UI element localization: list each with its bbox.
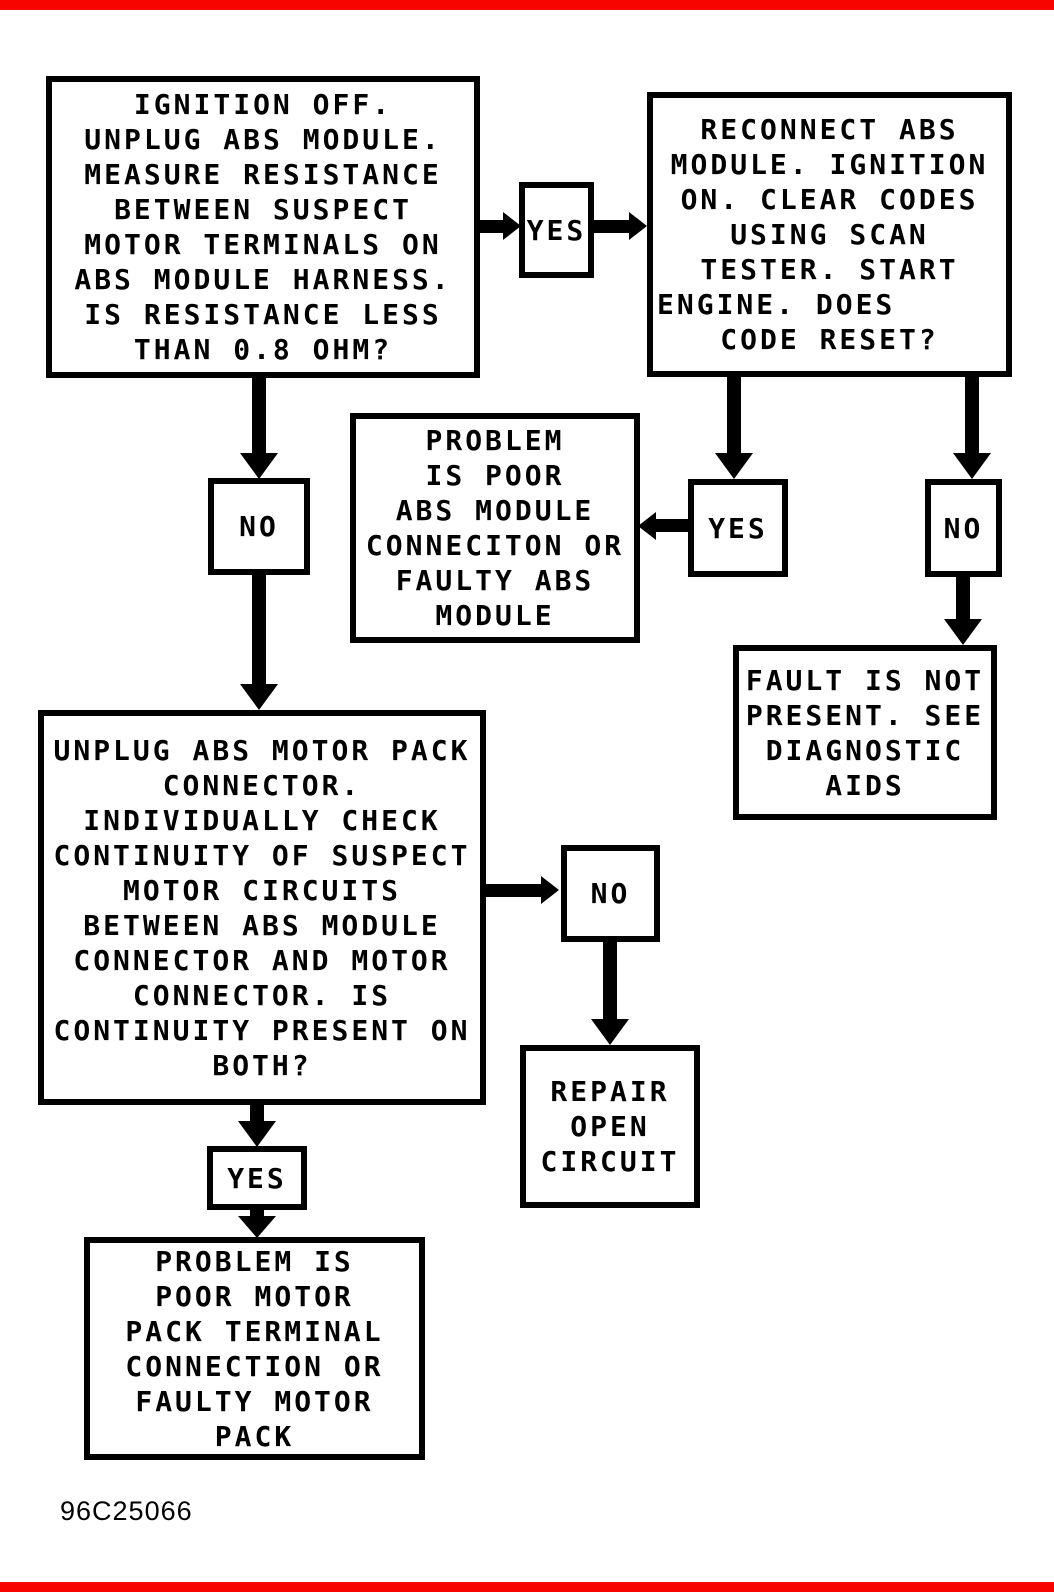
text-line: DIAGNOSTIC (765, 733, 965, 767)
page-edge-marker-top (0, 0, 1054, 10)
text-line: BETWEEN ABS MODULE (83, 908, 441, 942)
text-line: CONNECTOR AND MOTOR (73, 943, 451, 977)
connector-yes3-to-problem-motor-pack-line (250, 1208, 264, 1217)
connector-no3-to-repair-line (603, 940, 617, 1020)
arrow-down-icon (715, 453, 753, 479)
text-line: MOTOR CIRCUITS (122, 873, 401, 907)
text-line: PRESENT. SEE (745, 698, 985, 732)
arrow-right-icon (541, 876, 559, 904)
text-line: CONTINUITY OF SUSPECT (53, 838, 471, 872)
arrow-down-icon (240, 684, 278, 710)
text-line: CONTINUITY PRESENT ON (53, 1013, 471, 1047)
text-line: REPAIR (550, 1075, 670, 1108)
page-edge-marker-bottom (0, 1582, 1054, 1592)
text-line: FAULTY ABS (395, 564, 595, 597)
text-line: MODULE. IGNITION (670, 148, 989, 181)
text-line: IGNITION OFF. (133, 88, 393, 121)
connector-step1-to-no1-line (252, 376, 266, 454)
text-line: OPEN (570, 1110, 650, 1143)
connector-step1-to-yes1-line (480, 220, 504, 233)
text-line: PROBLEM IS (155, 1244, 354, 1278)
text-line: ON. CLEAR CODES (680, 183, 979, 216)
text-line: CONNECTION OR (125, 1349, 384, 1383)
decision-label-no-to-fault-aids: NO (925, 479, 1002, 577)
connector-reconnect-to-yes2-line (727, 375, 741, 454)
text-line: CONNECTOR. (162, 768, 362, 802)
text-line: MODULE (435, 599, 555, 632)
text-line: CIRCUIT (540, 1145, 680, 1178)
text-line: FAULTY MOTOR (135, 1384, 374, 1418)
text-line: MEASURE RESISTANCE (84, 158, 442, 191)
text-line: FAULT IS NOT (745, 663, 985, 697)
connector-yes1-to-reconnect-line (592, 220, 630, 233)
text-line: THAN 0.8 OHM? (133, 333, 393, 366)
text-line: ENGINE. DOES (657, 288, 896, 321)
figure-code-caption: 96C25066 (60, 1496, 193, 1526)
text-line: ABS MODULE (395, 494, 595, 527)
text-line: BETWEEN SUSPECT (114, 193, 412, 226)
text-line: INDIVIDUALLY CHECK (83, 803, 441, 837)
connector-no2-to-fault-aids-line (956, 572, 970, 620)
text-line: CODE RESET? (720, 323, 939, 356)
arrow-down-icon (953, 453, 991, 479)
connector-yes2-to-problem-module-line (655, 519, 690, 532)
connector-reconnect-to-no2-line (965, 375, 979, 454)
arrow-down-icon (238, 1121, 276, 1147)
text-line: CONNECITON OR (365, 529, 625, 562)
arrow-down-icon (240, 453, 278, 479)
arrow-down-icon (944, 619, 982, 645)
text-line: MOTOR TERMINALS ON (84, 228, 442, 261)
connector-step2-to-no3-line (482, 884, 542, 897)
arrow-down-icon (238, 1216, 276, 1238)
decision-label-no-to-repair: NO (561, 845, 660, 942)
connector-no1-to-step2-line (252, 573, 266, 685)
connector-step2-to-yes3-line (250, 1103, 264, 1121)
arrow-left-icon (638, 512, 656, 540)
text-line: PROBLEM (425, 424, 565, 457)
text-line: IS RESISTANCE LESS (84, 298, 442, 331)
flowchart-box-step1-measure-resistance: IGNITION OFF.UNPLUG ABS MODULE.MEASURE R… (46, 76, 480, 378)
text-line: PACK TERMINAL (125, 1314, 384, 1348)
text-line: CONNECTOR. IS (132, 978, 392, 1012)
text-line: PACK (214, 1419, 295, 1453)
text-line: IS POOR (425, 459, 565, 492)
text-line: POOR MOTOR (155, 1279, 354, 1313)
decision-label-no-to-step2: NO (208, 478, 310, 575)
decision-label-yes-to-problem-motor-pack: YES (207, 1146, 307, 1210)
text-line: AIDS (825, 768, 905, 802)
arrow-down-icon (591, 1019, 629, 1045)
text-line: USING SCAN (730, 218, 929, 251)
text-line: ABS MODULE HARNESS. (74, 263, 452, 296)
text-line: UNPLUG ABS MODULE. (84, 123, 442, 156)
arrow-right-icon (629, 212, 647, 240)
arrow-right-icon (503, 212, 521, 240)
decision-label-yes-to-reconnect: YES (519, 182, 594, 278)
text-line: RECONNECT ABS (700, 113, 959, 146)
text-line: TESTER. START (700, 253, 959, 286)
text-line: BOTH? (212, 1048, 312, 1082)
text-line: UNPLUG ABS MOTOR PACK (53, 733, 471, 767)
decision-label-yes-to-problem-module: YES (688, 479, 788, 577)
